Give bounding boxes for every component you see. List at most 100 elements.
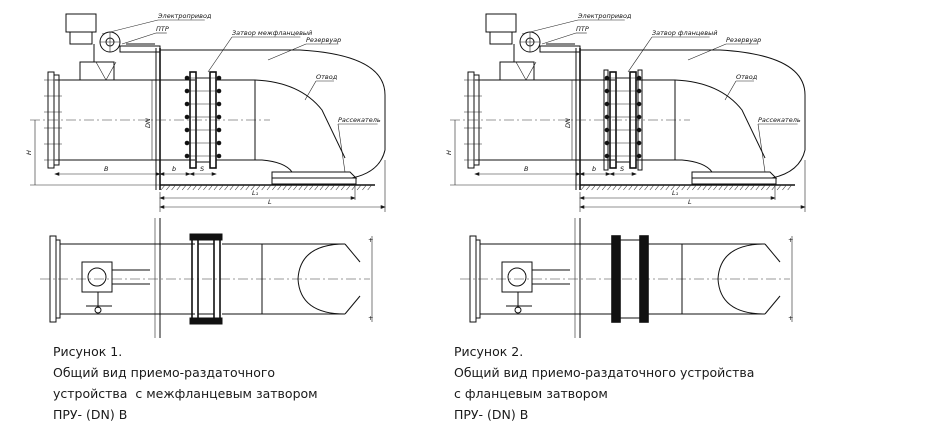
figure-1-valve-nut (216, 101, 222, 107)
figure-2-ground-hatch (676, 184, 681, 191)
figure-2-callout-actuator-leader (521, 19, 579, 35)
figure-1-dim-b-lower-arrow-right (185, 172, 191, 176)
figure-1-valve-nut (216, 153, 222, 159)
figure-1-tank-outline (160, 49, 386, 179)
figure-1-ground-hatch (224, 184, 229, 191)
figure-2-ground-hatch (723, 184, 729, 191)
figure-2-ground-hatch (601, 184, 607, 191)
figure-2-ground-hatch (665, 184, 671, 191)
figure-1-ground-hatch (356, 184, 362, 191)
figure-1-ground-hatch (277, 184, 282, 191)
figure-2-dim-dn-label: DN (564, 118, 572, 128)
figure-1-plan-ptr-body (81, 261, 113, 293)
figure-2-ground-hatch (612, 184, 618, 191)
figure-1-dim-l1-arrow-right (350, 196, 356, 200)
figure-1-actuator-gearbox (69, 31, 93, 45)
figure-1-ground-hatch (272, 184, 277, 191)
figure-1-ground-hatch (213, 184, 219, 191)
figure-1-ptr-linkage (95, 61, 117, 81)
figure-1-ground-hatch (245, 184, 251, 191)
figure-1-valve-nut (184, 88, 190, 94)
figure-1-ground-hatch (298, 184, 304, 191)
figure-2-plan-ptr-disc (507, 267, 527, 287)
figure-2-dim-b-lower-arrow-right (605, 172, 611, 176)
figure-1-caption-number: Рисунок 1. (53, 344, 123, 359)
figure-1-valve-nut (216, 140, 222, 146)
figure-2-valve-extra-flange-right (637, 69, 643, 171)
figure-2-ground-hatch (639, 184, 644, 191)
figure-2-ground-hatch (782, 184, 787, 191)
figure-1-plan-valve-bolts-top (189, 233, 223, 241)
figure-2-plan-ptr-body (501, 261, 533, 293)
figure-2-dim-b-lower-arrow-left (579, 172, 585, 176)
figure-2-caption-number: Рисунок 2. (454, 344, 524, 359)
figure-1-ground-hatch (197, 184, 203, 191)
figure-1-ground-hatch (160, 184, 166, 191)
figure-2-ground-hatch (686, 184, 692, 191)
figure-2-ground-hatch (649, 184, 655, 191)
figure-2-plan-valve-flange-right (639, 235, 649, 323)
figure-1-callout-actuator-leader (101, 19, 159, 35)
figure-2-dim-l-arrow-right (800, 205, 806, 209)
figure-2-ground-hatch (745, 184, 750, 191)
figure-1-dim-l-arrow-right (380, 205, 386, 209)
figure-2-dim-l-arrow-left (579, 205, 585, 209)
figure-2-callout-tank: Резервуар (726, 36, 761, 44)
figure-1-caption-designation: ПРУ- (DN) В (53, 407, 128, 422)
figure-2-ground-hatch (591, 184, 596, 191)
figure-2-spreader-base (691, 177, 777, 185)
figure-2-callout-ptr: ПТР (576, 25, 589, 33)
figure-2-ground-hatch (660, 184, 665, 191)
figure-1-callout-elbow: Отвод (316, 73, 338, 81)
figure-2-plan-elbow-mouth (717, 243, 766, 315)
figure-2-ground-hatch (734, 184, 739, 191)
figure-1-plan-elbow-mouth (297, 243, 346, 315)
figure-2-ground-hatch (607, 184, 612, 191)
figure-2-caption-title-line-1: Общий вид приемо-раздаточного устройства (454, 365, 755, 380)
figure-1-dim-s-arrow-right (211, 172, 217, 176)
figure-1-valve-nut (216, 114, 222, 120)
figure-1-dim-b-upper-arrow-right (155, 172, 161, 176)
figure-2-valve-extra-flange-left (603, 69, 609, 171)
figure-2-ground-hatch (718, 184, 724, 191)
figure-1-callout-elbow-leader (304, 80, 317, 101)
figure-1-actuator-motor (65, 13, 97, 33)
figure-1-ground-hatch (166, 184, 171, 191)
figure-1-ground-hatch (346, 184, 351, 191)
figure-2-callout-ptr-leader (541, 32, 577, 45)
figure-1-dim-b-upper-arrow-left (54, 172, 60, 176)
figure-2-dim-b-upper-arrow-right (575, 172, 581, 176)
figure-1-valve-nut (184, 127, 190, 133)
figure-1-ground-hatch (309, 184, 314, 191)
figure-2-elbow-outer (674, 79, 766, 159)
figure-2-ground-hatch (713, 184, 718, 191)
figure-1-ground-hatch (187, 184, 192, 191)
figure-1-callout-ptr-leader (121, 32, 157, 45)
figure-1-ground-hatch (192, 184, 198, 191)
figure-2-plan-handwheel-knob (514, 306, 522, 314)
figure-2-ground-hatch (697, 184, 702, 191)
figure-2-ground-hatch (617, 184, 623, 191)
figure-1-ground-hatch (314, 184, 319, 191)
figure-2-ground-hatch (670, 184, 676, 191)
figure-2-ground-hatch (596, 184, 602, 191)
figure-2-dim-s-label: S (620, 165, 624, 173)
figure-2-plan-valve-body (619, 239, 641, 319)
figure-2-dim-l1-arrow-right (770, 196, 776, 200)
figure-1-actuator-plate (119, 45, 161, 53)
figure-1-plan-handwheel-knob (94, 306, 102, 314)
figure-1-ground-hatch (256, 184, 261, 191)
figure-2-ground-hatch (628, 184, 633, 191)
figure-2-callout-tank-leader (687, 43, 727, 61)
figure-2-ground-hatch (702, 184, 708, 191)
figure-2-caption-designation: ПРУ- (DN) В (454, 407, 529, 422)
figure-1-ground-hatch (340, 184, 346, 191)
figure-1-ground-hatch (330, 184, 335, 191)
figure-2-ground-hatch (739, 184, 745, 191)
figure-1-plan-spreader-edge-top (344, 243, 361, 263)
figure-1-ground-hatch (287, 184, 293, 191)
figure-1-callout-spreader: Рассекатель (338, 116, 381, 124)
figure-1-plan-ptr-disc (87, 267, 107, 287)
figure-2-ground-hatch (776, 184, 782, 191)
